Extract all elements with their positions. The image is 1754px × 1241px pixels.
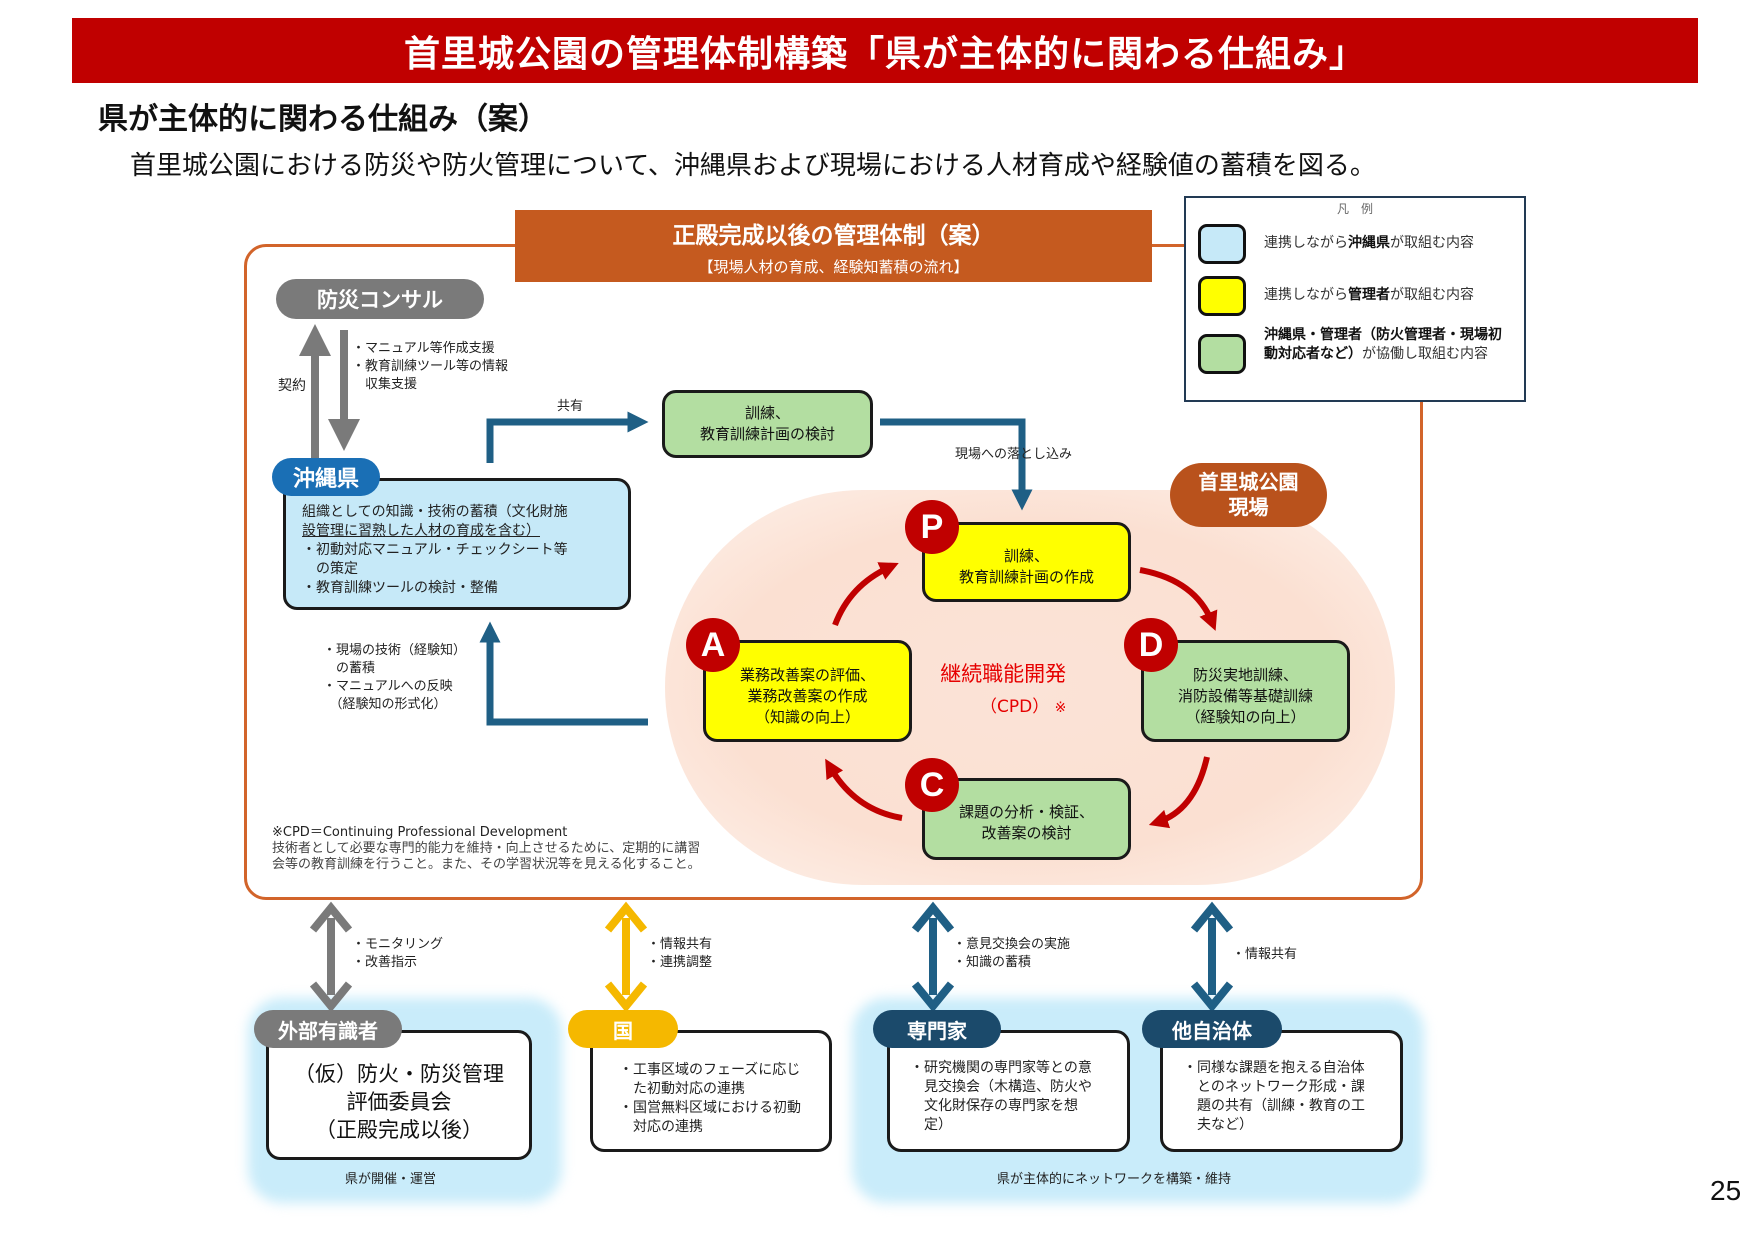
pdca-check-badge: C [905,758,959,812]
cpd-label: 継続職能開発 （CPD） ※ [940,658,1066,717]
section-heading: 県が主体的に関わる仕組み（案） [98,102,548,137]
legend-item-manager: 連携しながら管理者が取組む内容 [1264,287,1474,303]
share-arrow [486,411,649,463]
feedback-arrow [479,621,648,726]
municipality-box: ・同様な課題を抱える自治体 とのネットワーク形成・課 題の共有（訓練・教育の工 … [1160,1030,1403,1152]
pdca-check-box: 課題の分析・検証、改善案の検討 [922,778,1131,860]
share-label: 共有 [557,399,584,414]
pdca-act-badge: A [686,618,740,672]
cycle-arrow-d-to-c [1148,756,1210,829]
consultant-pill: 防災コンサル [276,279,484,319]
site-pill: 首里城公園 現場 [1170,463,1327,527]
training-review-box: 訓練、教育訓練計画の検討 [662,390,873,458]
pdca-act-box: 業務改善案の評価、業務改善案の作成（知識の向上） [703,640,912,742]
municipality-pill: 他自治体 [1142,1010,1282,1048]
external-arrow-notes: ・モニタリング ・改善指示 [352,937,444,970]
consultant-support-notes: ・マニュアル等作成支援 ・教育訓練ツール等の情報 収集支援 [352,341,509,392]
legend-title: 凡 例 [1336,202,1373,216]
expert-arrow-notes: ・意見交換会の実施 ・知識の蓄積 [953,937,1071,970]
expert-box: ・研究機関の専門家等との意 見交換会（木構造、防火や 文化財保存の専門家を想 定… [887,1030,1130,1152]
pdca-do-badge: D [1124,618,1178,672]
feedback-notes: ・現場の技術（経験知） の蓄積 ・マニュアルへの反映 （経験知の形式化） [323,643,467,712]
legend: 凡 例 連携しながら沖縄県が取組む内容 連携しながら管理者が取組む内容 沖縄県・… [1184,196,1526,402]
network-caption: 県が主体的にネットワークを構築・維持 [997,1172,1232,1187]
legend-swatch-prefecture [1198,224,1246,264]
external-caption: 県が開催・運営 [345,1172,437,1187]
legend-swatch-manager [1198,276,1246,316]
cpd-mark: ※ [1054,700,1067,716]
deploy-label: 現場への落とし込み [955,447,1073,462]
cpd-title: 継続職能開発 [940,662,1067,686]
national-box: ・工事区域のフェーズに応じ た初動対応の連携 ・国営無料区域における初動 対応の… [590,1030,832,1152]
municipality-double-arrow [1190,901,1234,1013]
legend-item-prefecture: 連携しながら沖縄県が取組む内容 [1264,235,1474,251]
pdca-plan-badge: P [905,500,959,554]
expert-double-arrow [911,901,955,1013]
cpd-footnote: ※CPD＝Continuing Professional Development… [272,825,701,872]
cycle-arrow-a-to-p [832,562,899,627]
deploy-arrow [880,418,1033,511]
expert-text: ・研究機関の専門家等との意 見交換会（木構造、防火や 文化財保存の専門家を想 定… [910,1060,1092,1133]
cpd-abbr: （CPD） [980,697,1050,717]
description: 首里城公園における防災や防火管理について、沖縄県および現場における人材育成や経験… [130,151,1376,181]
prefecture-text: 組織としての知識・技術の蓄積（文化財施 設管理に習熟した人材の育成を含む） ・初… [302,504,568,596]
municipality-text: ・同様な課題を抱える自治体 とのネットワーク形成・課 題の共有（訓練・教育の工 … [1183,1060,1365,1133]
slide-title: 首里城公園の管理体制構築「県が主体的に関わる仕組み」 [72,18,1698,83]
diagram-header-title: 正殿完成以後の管理体制（案） [672,223,995,249]
national-text: ・工事区域のフェーズに応じ た初動対応の連携 ・国営無料区域における初動 対応の… [619,1062,801,1135]
municipality-arrow-notes: ・情報共有 [1232,947,1298,962]
diagram-header: 正殿完成以後の管理体制（案） 【現場人材の育成、経験知蓄積の流れ】 [515,210,1152,282]
external-experts-box: （仮）防火・防災管理評価委員会（正殿完成以後） [266,1030,532,1160]
header-legend-connector [1152,244,1184,247]
external-experts-pill: 外部有識者 [254,1010,402,1048]
page-number: 25 [1710,1175,1742,1206]
national-arrow-notes: ・情報共有 ・連携調整 [647,937,713,970]
legend-item-joint: 沖縄県・管理者（防火管理者・現場初動対応者など）が協働し取組む内容 [1264,327,1502,362]
national-double-arrow [604,901,648,1013]
national-pill: 国 [568,1010,678,1048]
contract-label: 契約 [278,378,306,394]
cycle-arrow-c-to-a [825,758,903,821]
cycle-arrow-p-to-d [1139,567,1218,631]
expert-pill: 専門家 [873,1010,1001,1048]
diagram-header-subtitle: 【現場人材の育成、経験知蓄積の流れ】 [698,258,969,276]
external-double-arrow [309,901,353,1013]
pdca-do-box: 防災実地訓練、消防設備等基礎訓練（経験知の向上） [1141,640,1350,742]
prefecture-pill: 沖縄県 [272,458,380,496]
legend-swatch-joint [1198,334,1246,374]
prefecture-box: 組織としての知識・技術の蓄積（文化財施 設管理に習熟した人材の育成を含む） ・初… [283,478,631,610]
